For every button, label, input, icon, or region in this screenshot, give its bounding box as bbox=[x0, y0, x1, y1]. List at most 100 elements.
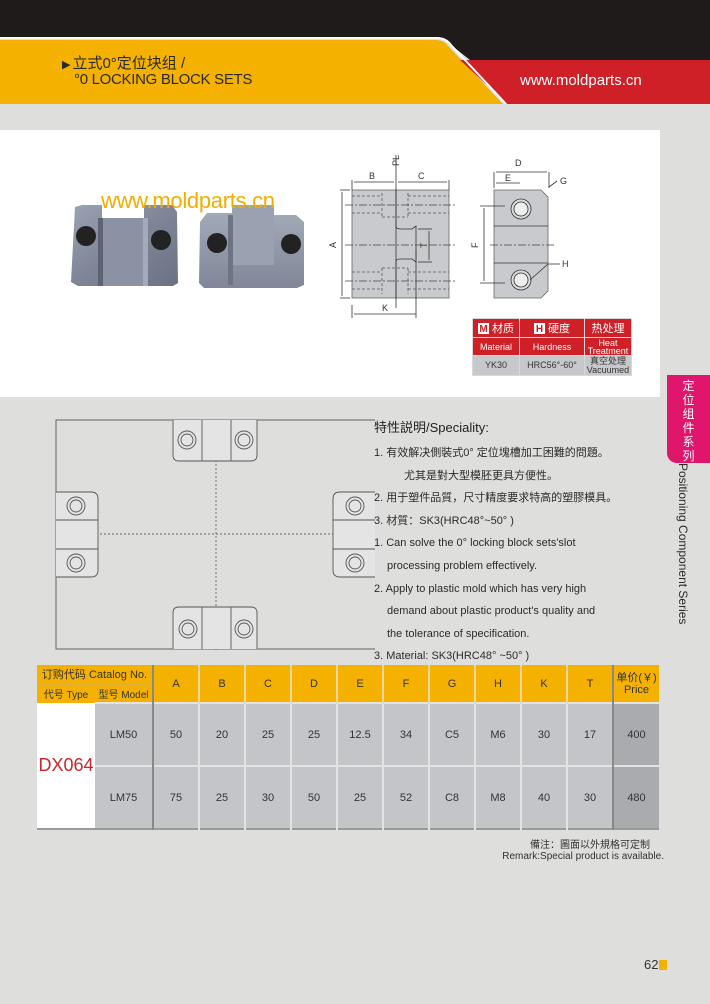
mold-layout-diagram bbox=[55, 419, 375, 651]
col-header-h: H bbox=[474, 665, 521, 703]
cell-k: 30 bbox=[520, 702, 567, 766]
heat-value-cn: 真空处理 bbox=[589, 355, 626, 366]
remark-cn: 備注：圖面以外規格可定制 bbox=[530, 840, 650, 851]
col-header-c: C bbox=[244, 665, 291, 703]
material-cn-label: 材质 bbox=[492, 323, 515, 335]
dim-label-b: B bbox=[369, 171, 375, 181]
side-tab-char: 组 bbox=[682, 407, 695, 421]
speciality-line: 2. 用于塑件品質，尺寸精度要求特高的塑膠模具。 bbox=[374, 492, 618, 505]
side-tab-char: 列 bbox=[682, 449, 695, 463]
cell-a: 50 bbox=[152, 702, 199, 766]
col-header-g: G bbox=[428, 665, 475, 703]
product-illustration: B C PL A T K D E bbox=[71, 155, 569, 318]
remark-note: 備注：圖面以外規格可定制 Remark:Special product is a… bbox=[502, 840, 664, 862]
remark-en: Remark:Special product is available. bbox=[502, 851, 664, 862]
price-label-en: Price bbox=[623, 683, 650, 696]
side-tab-char: 系 bbox=[682, 435, 695, 449]
col-header-d: D bbox=[290, 665, 337, 703]
cell-h: M8 bbox=[474, 765, 521, 829]
material-en-label: Material bbox=[471, 337, 521, 356]
hardness-value: HRC56°-60° bbox=[519, 355, 585, 376]
cell-g: C8 bbox=[428, 765, 475, 829]
model-cell: LM50 bbox=[95, 702, 153, 766]
speciality-line: processing problem effectively. bbox=[387, 559, 537, 572]
speciality-line: 尤其是對大型模胚更具方便性。 bbox=[404, 469, 558, 482]
cell-h: M6 bbox=[474, 702, 521, 766]
cell-d: 50 bbox=[290, 765, 337, 829]
col-header-f: F bbox=[382, 665, 429, 703]
dim-label-t: T bbox=[419, 242, 429, 248]
speciality-line: 3. 材質：SK3(HRC48°~50° ) bbox=[374, 514, 514, 527]
heat-en-line1: Heat bbox=[598, 337, 618, 348]
col-header-e: E bbox=[336, 665, 383, 703]
hardness-en-label: Hardness bbox=[519, 337, 585, 356]
page-marker-square-icon bbox=[659, 960, 668, 970]
material-badge-icon: M bbox=[478, 323, 490, 335]
cell-k: 40 bbox=[520, 765, 567, 829]
speciality-line: 1. Can solve the 0° locking block sets's… bbox=[374, 537, 576, 550]
side-tab-char: 定 bbox=[682, 379, 695, 393]
watermark-text: www.moldparts.cn bbox=[101, 188, 275, 213]
product-panel: B C PL A T K D E bbox=[0, 130, 660, 397]
model-header: 型号 Model bbox=[95, 684, 153, 703]
dim-label-f: F bbox=[470, 242, 480, 248]
triangle-bullet-icon: ▶ bbox=[62, 59, 71, 71]
website-link[interactable]: www.moldparts.cn bbox=[520, 72, 642, 89]
heat-treatment-header: 热处理 bbox=[583, 318, 633, 338]
category-side-tab: 定 位 组 件 系 列 bbox=[667, 375, 710, 463]
cell-t: 17 bbox=[566, 702, 613, 766]
model-cell: LM75 bbox=[95, 765, 153, 829]
speciality-title: 特性説明/Speciality: bbox=[374, 420, 489, 435]
speciality-line: the tolerance of specification. bbox=[387, 627, 530, 640]
col-header-price: 单价(￥)Price bbox=[612, 665, 659, 703]
cell-price: 480 bbox=[612, 765, 659, 829]
cell-b: 25 bbox=[198, 765, 245, 829]
heat-value-en: Vacuumed bbox=[586, 364, 630, 375]
material-value: YK30 bbox=[471, 355, 521, 376]
cell-price: 400 bbox=[612, 702, 659, 766]
page-title-en: °0 LOCKING BLOCK SETS bbox=[74, 71, 253, 88]
catalog-table: 订购代码 Catalog No. A B C D E F G H K T 单价(… bbox=[37, 665, 659, 830]
table-row: DX064 LM50 50 20 25 25 12.5 34 C5 M6 30 … bbox=[37, 702, 659, 829]
dim-label-d: D bbox=[515, 158, 522, 168]
page-number: 62 bbox=[644, 957, 668, 972]
col-header-k: K bbox=[520, 665, 567, 703]
table-row: LM75 75 25 30 50 25 52 C8 M8 40 30 480 bbox=[37, 765, 659, 829]
page-header: ▶立式0°定位块组 / °0 LOCKING BLOCK SETS www.mo… bbox=[0, 0, 710, 104]
dim-label-g: G bbox=[560, 176, 567, 186]
dim-label-pl: PL bbox=[391, 155, 401, 166]
page-title-cn: ▶立式0°定位块组 / bbox=[62, 52, 185, 73]
col-header-b: B bbox=[198, 665, 245, 703]
side-tab-english: Positioning Component Series bbox=[676, 463, 690, 625]
col-header-t: T bbox=[566, 665, 613, 703]
cell-d: 25 bbox=[290, 702, 337, 766]
cell-g: C5 bbox=[428, 702, 475, 766]
cell-b: 20 bbox=[198, 702, 245, 766]
cell-c: 30 bbox=[244, 765, 291, 829]
speciality-line: demand about plastic product's quality a… bbox=[387, 605, 596, 618]
cell-e: 25 bbox=[336, 765, 383, 829]
catalog-no-header: 订购代码 Catalog No. bbox=[37, 665, 153, 685]
dim-label-k: K bbox=[382, 303, 388, 313]
type-code: DX064 bbox=[37, 703, 95, 829]
hardness-badge-icon: H bbox=[533, 323, 545, 335]
side-tab-char: 位 bbox=[682, 393, 695, 407]
hardness-cn-label: 硬度 bbox=[547, 323, 570, 335]
speciality-line: 1. 有效解决側裝式0° 定位塊槽加工困難的問題。 bbox=[374, 447, 609, 459]
dim-label-h: H bbox=[562, 259, 569, 269]
female-block-photo bbox=[71, 205, 178, 286]
page-number-text: 62 bbox=[644, 957, 659, 972]
side-tab-char: 件 bbox=[682, 421, 695, 435]
cell-a: 75 bbox=[152, 765, 199, 829]
front-view-drawing: B C PL A T K bbox=[328, 155, 456, 318]
cell-e: 12.5 bbox=[336, 702, 383, 766]
side-tab-en-text: Positioning Component Series bbox=[676, 463, 690, 625]
type-header: 代号 Type bbox=[37, 684, 95, 703]
price-label-cn: 单价(￥) bbox=[616, 671, 657, 684]
speciality-line: 2. Apply to plastic mold which has very … bbox=[374, 582, 587, 595]
